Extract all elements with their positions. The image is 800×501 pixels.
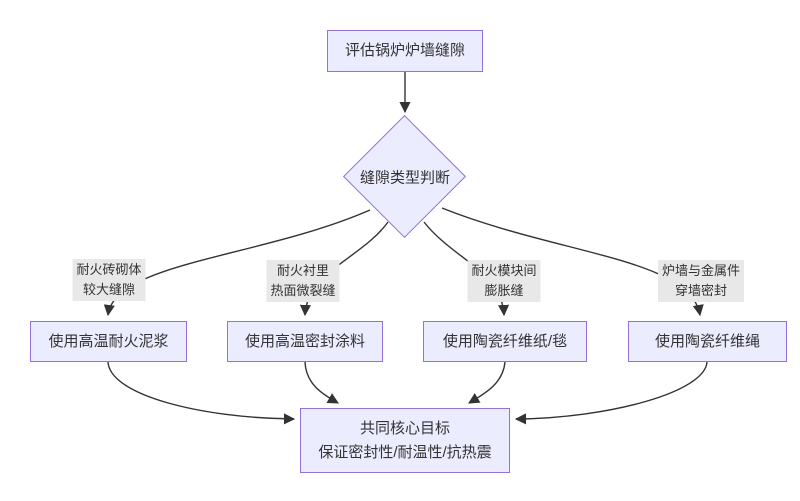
edge-solution-3-to-goal	[468, 361, 506, 404]
node-solution-refractory-mortar: 使用高温耐火泥浆	[30, 321, 187, 362]
node-evaluate-gaps: 评估锅炉炉墙缝隙	[327, 30, 483, 72]
node-solution-sealing-coating: 使用高温密封涂料	[227, 321, 383, 362]
node-common-goal: 共同核心目标 保证密封性/耐温性/抗热震	[300, 408, 510, 473]
goal-line-2: 保证密封性/耐温性/抗热震	[318, 443, 492, 461]
edge-label-line: 耐火衬里	[276, 263, 330, 278]
edge-label-line: 耐火模块间	[471, 263, 537, 278]
decision-diamond-label: 缝隙类型判断	[359, 169, 451, 187]
edge-label-wall-metal-seal: 炉墙与金属件 穿墙密封	[657, 260, 745, 302]
edge-label-lining-cracks: 耐火衬里 热面微裂缝	[266, 260, 340, 302]
edge-label-line: 耐火砖砌体	[76, 262, 142, 277]
edge-label-line: 穿墙密封	[674, 283, 728, 298]
edge-label-line: 膨胀缝	[484, 283, 524, 298]
goal-line-1: 共同核心目标	[359, 419, 450, 437]
edge-label-line: 炉墙与金属件	[661, 263, 741, 278]
edge-label-brick-masonry: 耐火砖砌体 较大缝隙	[72, 259, 146, 301]
node-solution-ceramic-fiber-paper: 使用陶瓷纤维纸/毯	[423, 321, 587, 362]
edge-solution-2-to-goal	[304, 361, 339, 404]
edge-label-line: 热面微裂缝	[270, 283, 336, 298]
edge-label-line: 较大缝隙	[82, 282, 136, 297]
edge-solution-1-to-goal	[107, 361, 296, 425]
node-solution-ceramic-fiber-rope: 使用陶瓷纤维绳	[628, 321, 787, 362]
edge-label-module-expansion: 耐火模块间 膨胀缝	[467, 260, 541, 302]
edge-solution-4-to-goal	[514, 361, 708, 425]
